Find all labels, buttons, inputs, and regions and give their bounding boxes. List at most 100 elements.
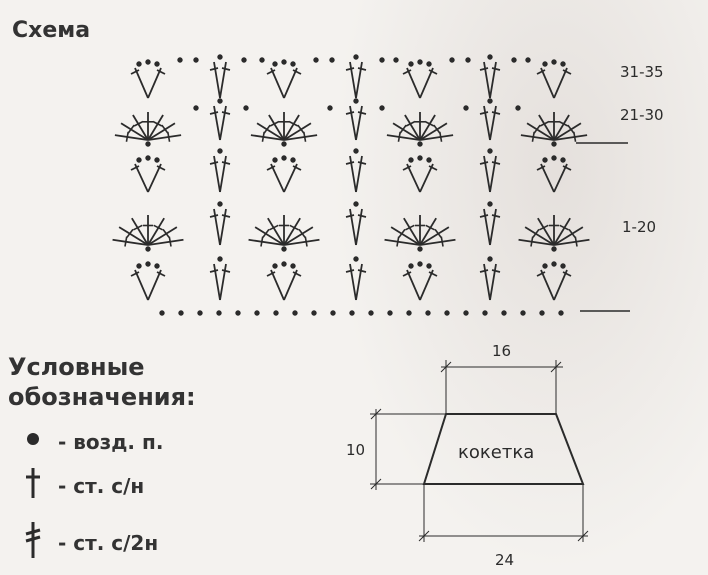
chain-dot [254,310,260,316]
stitch-line [357,269,367,273]
stitch-line [283,238,320,246]
stitch-line [419,114,436,141]
dc-cross-icon [22,466,48,505]
legend-item-dc: - ст. с/н [22,466,144,505]
stitch-line [209,269,219,273]
chain-dot [463,105,469,111]
chain-dot [487,148,493,154]
stitch-line [531,131,535,142]
stitch-line [536,271,546,277]
chain-dot [178,310,184,316]
chain-dot [235,310,241,316]
stitch-line [283,67,298,99]
stitch-line [491,269,501,273]
legend-item-chain: - возд. п. [22,428,163,455]
chain-dot [217,256,223,262]
stitch-line [357,214,367,218]
chain-dot [145,155,151,161]
stitch-line [168,236,172,247]
stitch-line [298,228,306,238]
stitch-line [392,122,421,141]
stitch-line [132,114,149,141]
chain-dot [417,155,423,161]
chain-dot [551,59,557,65]
stitch-line [479,269,489,273]
stitch-line [479,161,489,165]
stitch-line [404,114,421,141]
stitch-line [124,236,128,247]
chain-dot [408,157,414,163]
stitch-line [147,67,162,99]
chain-dot [311,310,317,316]
stitch-line [261,131,265,142]
stitch-line [156,69,166,75]
stitch-line [419,134,454,141]
stitch-line [428,165,438,171]
stitch-line [156,271,166,277]
legend-item-tr-label: - ст. с/2н [58,530,159,555]
chain-dot [487,54,493,60]
chain-dot [463,310,469,316]
stitch-line [345,269,355,273]
stitch-line [419,269,434,301]
legend-title: Условные обозначения: [8,352,196,412]
chain-dot [417,261,423,267]
chain-dot [426,61,432,67]
chain-dot [560,61,566,67]
stitch-line [133,224,143,231]
chain-dot [145,261,151,267]
chain-dot [542,61,548,67]
chain-dot [487,256,493,262]
chain-dot [417,59,423,65]
stitch-line [130,69,140,75]
stitch-line [532,228,540,238]
stitch-line [428,69,438,75]
chain-dot [330,310,336,316]
stitch-line [126,228,134,238]
chain-dot [353,256,359,262]
chain-dot [408,263,414,269]
chain-dot [408,61,414,67]
chain-dot [465,57,471,63]
chain-dot [217,98,223,104]
stitch-line [248,238,285,246]
chain-dot [379,57,385,63]
chain-dot [177,57,183,63]
stitch-line [538,114,555,141]
stitch-line [553,122,582,141]
chain-dot [216,310,222,316]
chain-dot [154,157,160,163]
stitch-line [539,224,549,231]
stitch-line [209,67,219,71]
stitch-line [283,269,298,301]
chain-dot [329,57,335,63]
stitch-line [263,124,271,134]
stitch-line [283,217,301,246]
stitch-line [345,214,355,218]
chain-dot [539,310,545,316]
stitch-line [270,67,285,99]
stitch-line [349,105,357,141]
stitch-line [289,224,299,231]
chain-dot [444,310,450,316]
stitch-line [398,228,406,238]
row-label-21-30: 21-30 [620,106,664,124]
stitch-line [479,111,489,115]
chain-dot [272,61,278,67]
chain-dot [426,157,432,163]
stitch-line [434,228,442,238]
stitch-line [539,120,550,127]
stitch-line [559,224,569,231]
stitch-line [553,238,590,246]
stitch-line [479,67,489,71]
chain-dot [349,310,355,316]
chain-dot [417,141,423,147]
chain-dot [193,57,199,63]
legend-item-tr: - ст. с/2н [22,520,158,565]
stitch-line [355,105,363,141]
stitch-line [167,131,171,142]
stitch-line [209,214,219,218]
chain-dot [560,157,566,163]
stitch-line [536,69,546,75]
